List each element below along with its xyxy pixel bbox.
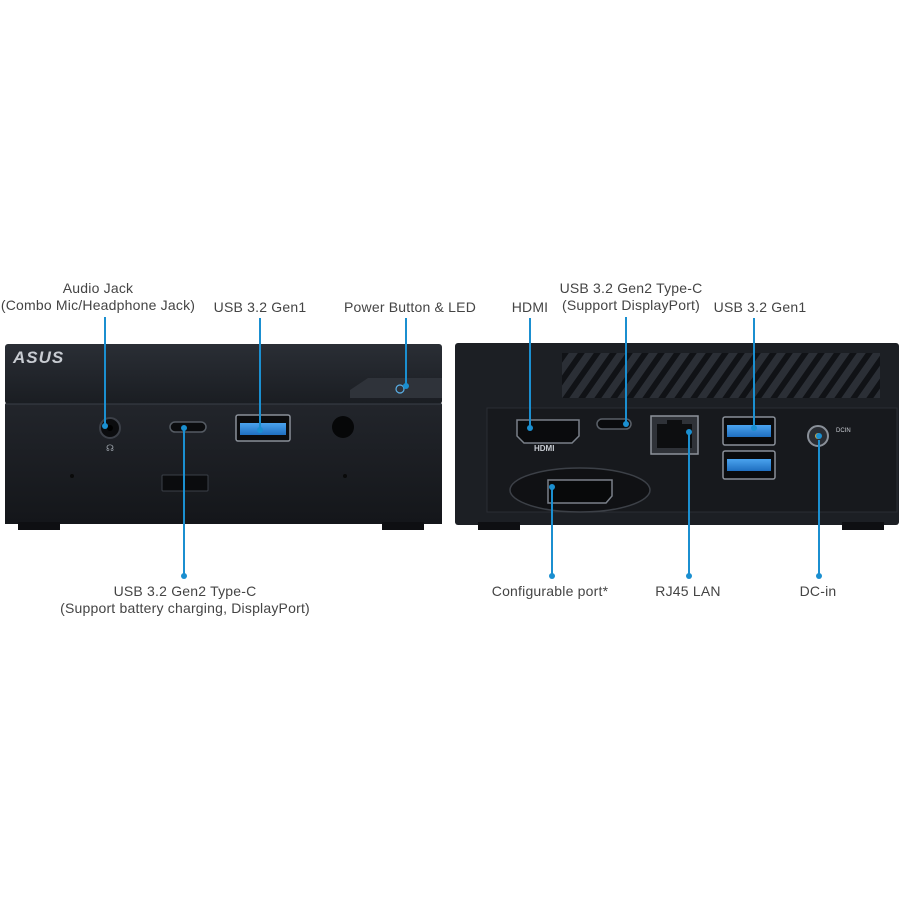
callout-rear-usbc-sub: (Support DisplayPort) xyxy=(561,297,701,313)
callout-rj45: RJ45 LAN xyxy=(655,583,721,599)
leader-dot-audio-jack xyxy=(102,423,108,429)
leader-dot-configurable-top xyxy=(549,484,555,490)
leader-dcin xyxy=(818,440,820,576)
front-device: ☊ xyxy=(5,344,442,530)
asus-logo: ASUS xyxy=(13,348,65,367)
callout-audio-jack-title: Audio Jack xyxy=(62,280,134,296)
leader-dot-dcin-top xyxy=(816,433,822,439)
leader-dot-front-usbc-bottom xyxy=(181,573,187,579)
dcin-port-text: DCIN xyxy=(836,428,851,434)
callout-front-usbc-title: USB 3.2 Gen2 Type-C xyxy=(113,583,257,599)
callout-power: Power Button & LED xyxy=(344,299,476,315)
rear-usbc-port xyxy=(596,418,632,430)
leader-front-usb-gen1 xyxy=(259,318,261,430)
leader-dot-hdmi xyxy=(527,425,533,431)
front-usbc-port xyxy=(169,421,207,433)
leader-rj45 xyxy=(688,432,690,576)
hdmi-port-text: HDMI xyxy=(534,444,555,453)
leader-dot-rear-usbc xyxy=(623,421,629,427)
displayport-port xyxy=(547,479,613,504)
vent-grille xyxy=(562,353,880,398)
callout-hdmi: HDMI xyxy=(511,299,549,315)
callout-dcin: DC-in xyxy=(799,583,837,599)
leader-front-usbc xyxy=(183,428,185,576)
leader-dot-front-usbc-top xyxy=(181,425,187,431)
callout-rear-usb-gen1: USB 3.2 Gen1 xyxy=(713,299,807,315)
callout-front-usb-gen1: USB 3.2 Gen1 xyxy=(213,299,307,315)
leader-dot-front-usb-gen1 xyxy=(257,427,263,433)
leader-hdmi xyxy=(529,318,531,428)
front-round-button xyxy=(332,416,354,438)
headset-icon: ☊ xyxy=(106,443,114,453)
leader-rear-usb-gen1 xyxy=(753,318,755,428)
power-icon xyxy=(395,384,405,394)
callout-audio-jack-sub: (Combo Mic/Headphone Jack) xyxy=(0,297,196,313)
leader-audio-jack xyxy=(104,317,106,425)
leader-rear-usbc xyxy=(625,317,627,425)
leader-configurable xyxy=(551,487,553,576)
leader-dot-rear-usb-gen1 xyxy=(751,425,757,431)
leader-dot-rj45-bottom xyxy=(686,573,692,579)
callout-front-usbc-sub: (Support battery charging, DisplayPort) xyxy=(60,600,310,616)
leader-dot-power xyxy=(403,383,409,389)
callout-rear-usbc-title: USB 3.2 Gen2 Type-C xyxy=(559,280,703,296)
card-slot xyxy=(161,474,209,492)
rear-device xyxy=(455,343,899,530)
leader-dot-rj45-top xyxy=(686,429,692,435)
leader-dot-dcin-bottom xyxy=(816,573,822,579)
leader-dot-configurable-bottom xyxy=(549,573,555,579)
callout-configurable: Configurable port* xyxy=(491,583,609,599)
hdmi-port xyxy=(516,419,580,444)
leader-power xyxy=(405,318,407,386)
